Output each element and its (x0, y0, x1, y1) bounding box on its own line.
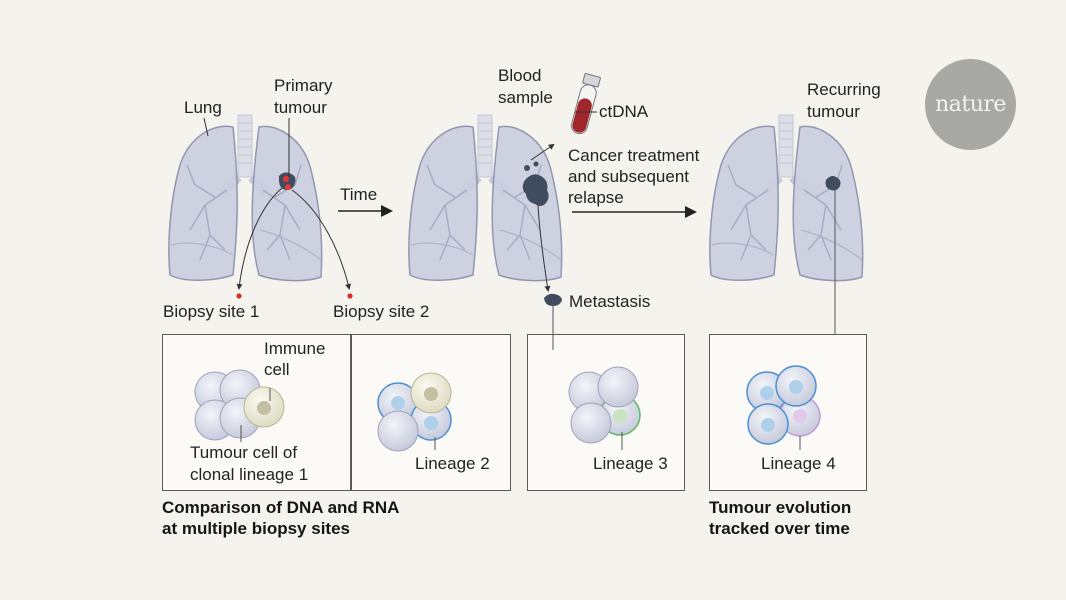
lineage-2-label: Lineage 2 (415, 454, 490, 473)
caption-right-2: tracked over time (709, 519, 850, 538)
primary-tumour-label-2: tumour (274, 98, 327, 117)
caption-left-1: Comparison of DNA and RNA (162, 498, 400, 517)
ctdna-label: ctDNA (599, 102, 649, 121)
recurring-tumour-label-2: tumour (807, 102, 860, 121)
primary-tumour-label-1: Primary (274, 76, 333, 95)
cluster-lineage3 (568, 366, 641, 444)
recurring-tumour-label-1: Recurring (807, 80, 881, 99)
lungs-stage3 (710, 115, 863, 281)
nature-logo: nature (925, 59, 1016, 150)
treatment-label-3: relapse (568, 188, 624, 207)
metastasis-blob (544, 293, 562, 306)
tumour-cell-label-1: Tumour cell of (190, 443, 298, 462)
treatment-label-1: Cancer treatment (568, 146, 700, 165)
panel-recurrence (709, 334, 867, 491)
immune-cell-label-2: cell (264, 360, 290, 379)
blood-tube-icon (570, 73, 601, 135)
lineage-4-label: Lineage 4 (761, 454, 836, 473)
cluster-lineage2 (377, 372, 452, 452)
lung-label: Lung (184, 98, 222, 117)
recurring-tumour (825, 176, 841, 191)
nature-logo-text: nature (935, 92, 1006, 117)
biopsy-site-2-dot (347, 293, 353, 299)
blood-sample-label-1: Blood (498, 66, 542, 85)
metastasis-label: Metastasis (569, 292, 651, 311)
lineage-3-label: Lineage 3 (593, 454, 668, 473)
biopsy-site-1-label: Biopsy site 1 (163, 302, 260, 321)
immune-cell-label-1: Immune (264, 339, 326, 358)
biopsy-site-2-label: Biopsy site 2 (333, 302, 430, 321)
panel-divider (350, 334, 352, 491)
blood-sample-label-2: sample (498, 88, 553, 107)
caption-right-1: Tumour evolution (709, 498, 852, 517)
treatment-label-2: and subsequent (568, 167, 689, 186)
tumour-cell-label-2: clonal lineage 1 (190, 465, 309, 484)
primary-tumour (278, 172, 296, 190)
cluster-lineage4 (746, 365, 821, 445)
grown-tumour (522, 161, 549, 206)
caption-left-2: at multiple biopsy sites (162, 519, 350, 538)
time-label: Time (340, 185, 378, 204)
cluster-lineage1 (194, 369, 285, 441)
biopsy-site-1-dot (236, 293, 242, 299)
